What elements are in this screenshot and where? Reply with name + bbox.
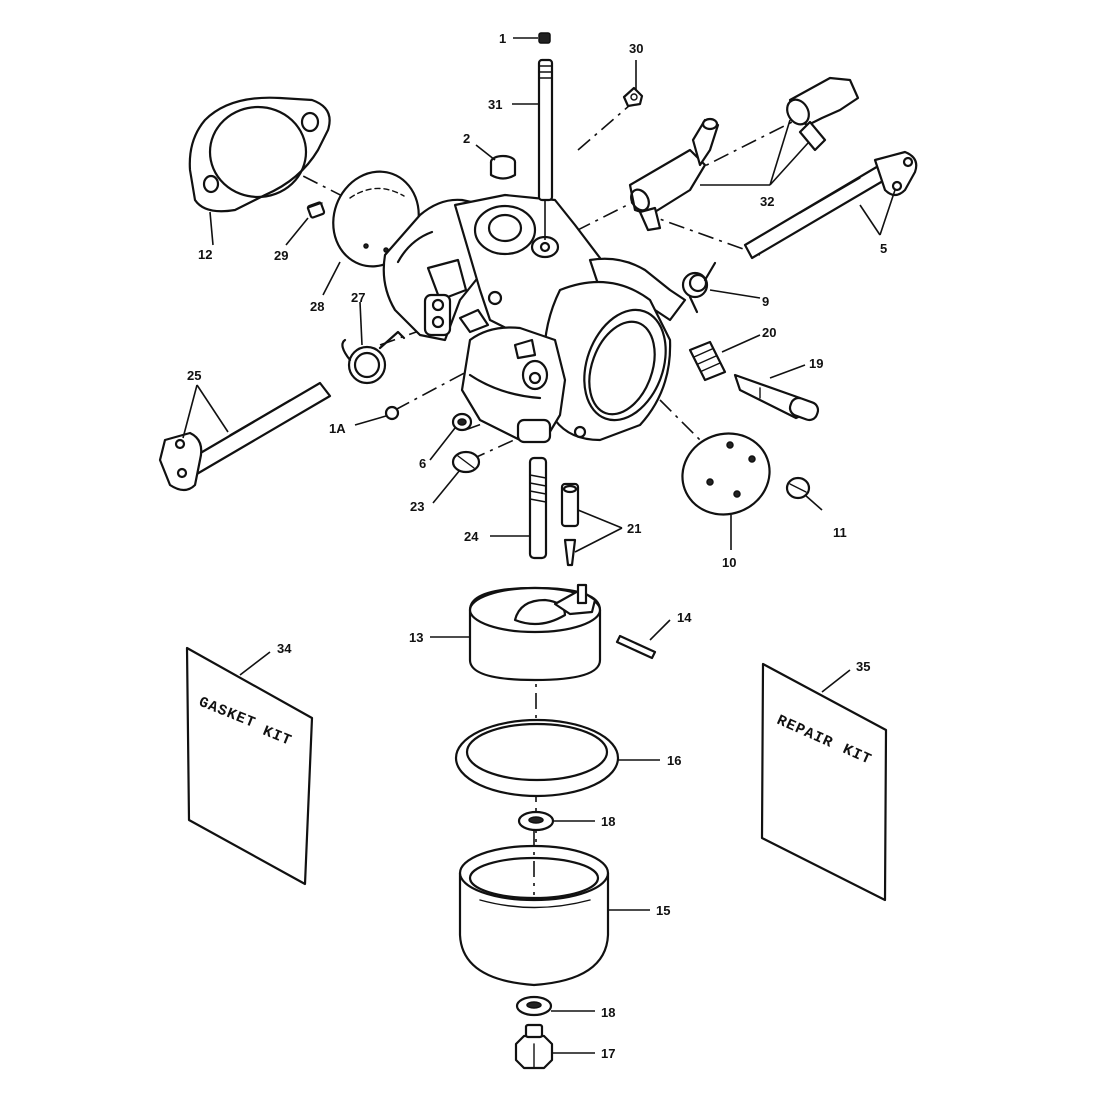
part-29-screw — [306, 201, 326, 219]
callout-31: 31 — [488, 97, 502, 112]
callout-13: 13 — [409, 630, 423, 645]
callout-24: 24 — [464, 529, 479, 544]
part-27-spring — [341, 330, 406, 385]
callout-17: 17 — [601, 1046, 615, 1061]
part-21-needle-seat — [560, 482, 580, 567]
part-9-spring — [681, 261, 717, 314]
part-30-fitting — [622, 86, 644, 108]
callout-2: 2 — [463, 131, 470, 146]
part-2-plug — [489, 154, 517, 180]
part-35-repair-kit: REPAIR KIT — [760, 662, 888, 902]
callout-18-bottom: 18 — [601, 1005, 615, 1020]
part-14-pin — [615, 634, 657, 660]
leader-lines — [182, 37, 896, 1054]
part-18-washer-bottom — [515, 995, 553, 1017]
callout-14: 14 — [677, 610, 692, 625]
callout-1a: 1A — [329, 421, 346, 436]
callout-21: 21 — [627, 521, 641, 536]
callout-labels: 1 31 2 30 32 5 9 20 19 10 11 21 24 23 6 … — [187, 31, 887, 1061]
part-5-throttle-shaft — [743, 150, 918, 260]
callout-19: 19 — [809, 356, 823, 371]
callout-27: 27 — [351, 290, 365, 305]
callout-32: 32 — [760, 194, 774, 209]
callout-30: 30 — [629, 41, 643, 56]
axis-line-30 — [577, 104, 631, 151]
callout-29: 29 — [274, 248, 288, 263]
callout-34: 34 — [277, 641, 292, 656]
callout-25: 25 — [187, 368, 201, 383]
callout-11: 11 — [833, 525, 847, 540]
part-13-float — [468, 583, 602, 682]
part-23-plug — [451, 450, 481, 474]
part-1-nut — [538, 32, 551, 44]
callout-9: 9 — [762, 294, 769, 309]
callout-16: 16 — [667, 753, 681, 768]
axis-line-1a — [394, 369, 471, 411]
axis-line-10 — [659, 399, 706, 446]
callout-20: 20 — [762, 325, 776, 340]
part-17-bowl-nut — [514, 1023, 554, 1070]
part-6-washer — [451, 412, 473, 432]
part-11-screw — [785, 476, 823, 511]
part-16-bowl-gasket — [454, 718, 620, 798]
part-18-washer-top — [517, 810, 555, 832]
axis-line-5 — [639, 211, 761, 256]
carburetor-body — [382, 193, 687, 444]
callout-23: 23 — [410, 499, 424, 514]
part-19-needle-screw — [733, 373, 820, 422]
part-12-flange-gasket — [188, 96, 331, 213]
part-20-spring — [688, 340, 727, 382]
part-25-choke-shaft — [158, 381, 332, 492]
part-15-float-bowl — [458, 830, 610, 987]
callout-18-top: 18 — [601, 814, 615, 829]
callout-35: 35 — [856, 659, 870, 674]
callout-28: 28 — [310, 299, 324, 314]
part-24-nozzle — [528, 456, 548, 560]
callout-1: 1 — [499, 31, 506, 46]
part-32-fuel-inlet — [628, 76, 860, 232]
part-10-throttle-plate — [681, 432, 771, 516]
part-31-stud — [537, 58, 554, 240]
callout-15: 15 — [656, 903, 670, 918]
axis-line-23 — [469, 434, 526, 461]
callout-5: 5 — [880, 241, 887, 256]
part-1a-ball — [384, 405, 400, 421]
part-34-gasket-kit: GASKET KIT — [185, 646, 314, 886]
callout-10: 10 — [722, 555, 736, 570]
callout-6: 6 — [419, 456, 426, 471]
callout-12: 12 — [198, 247, 212, 262]
